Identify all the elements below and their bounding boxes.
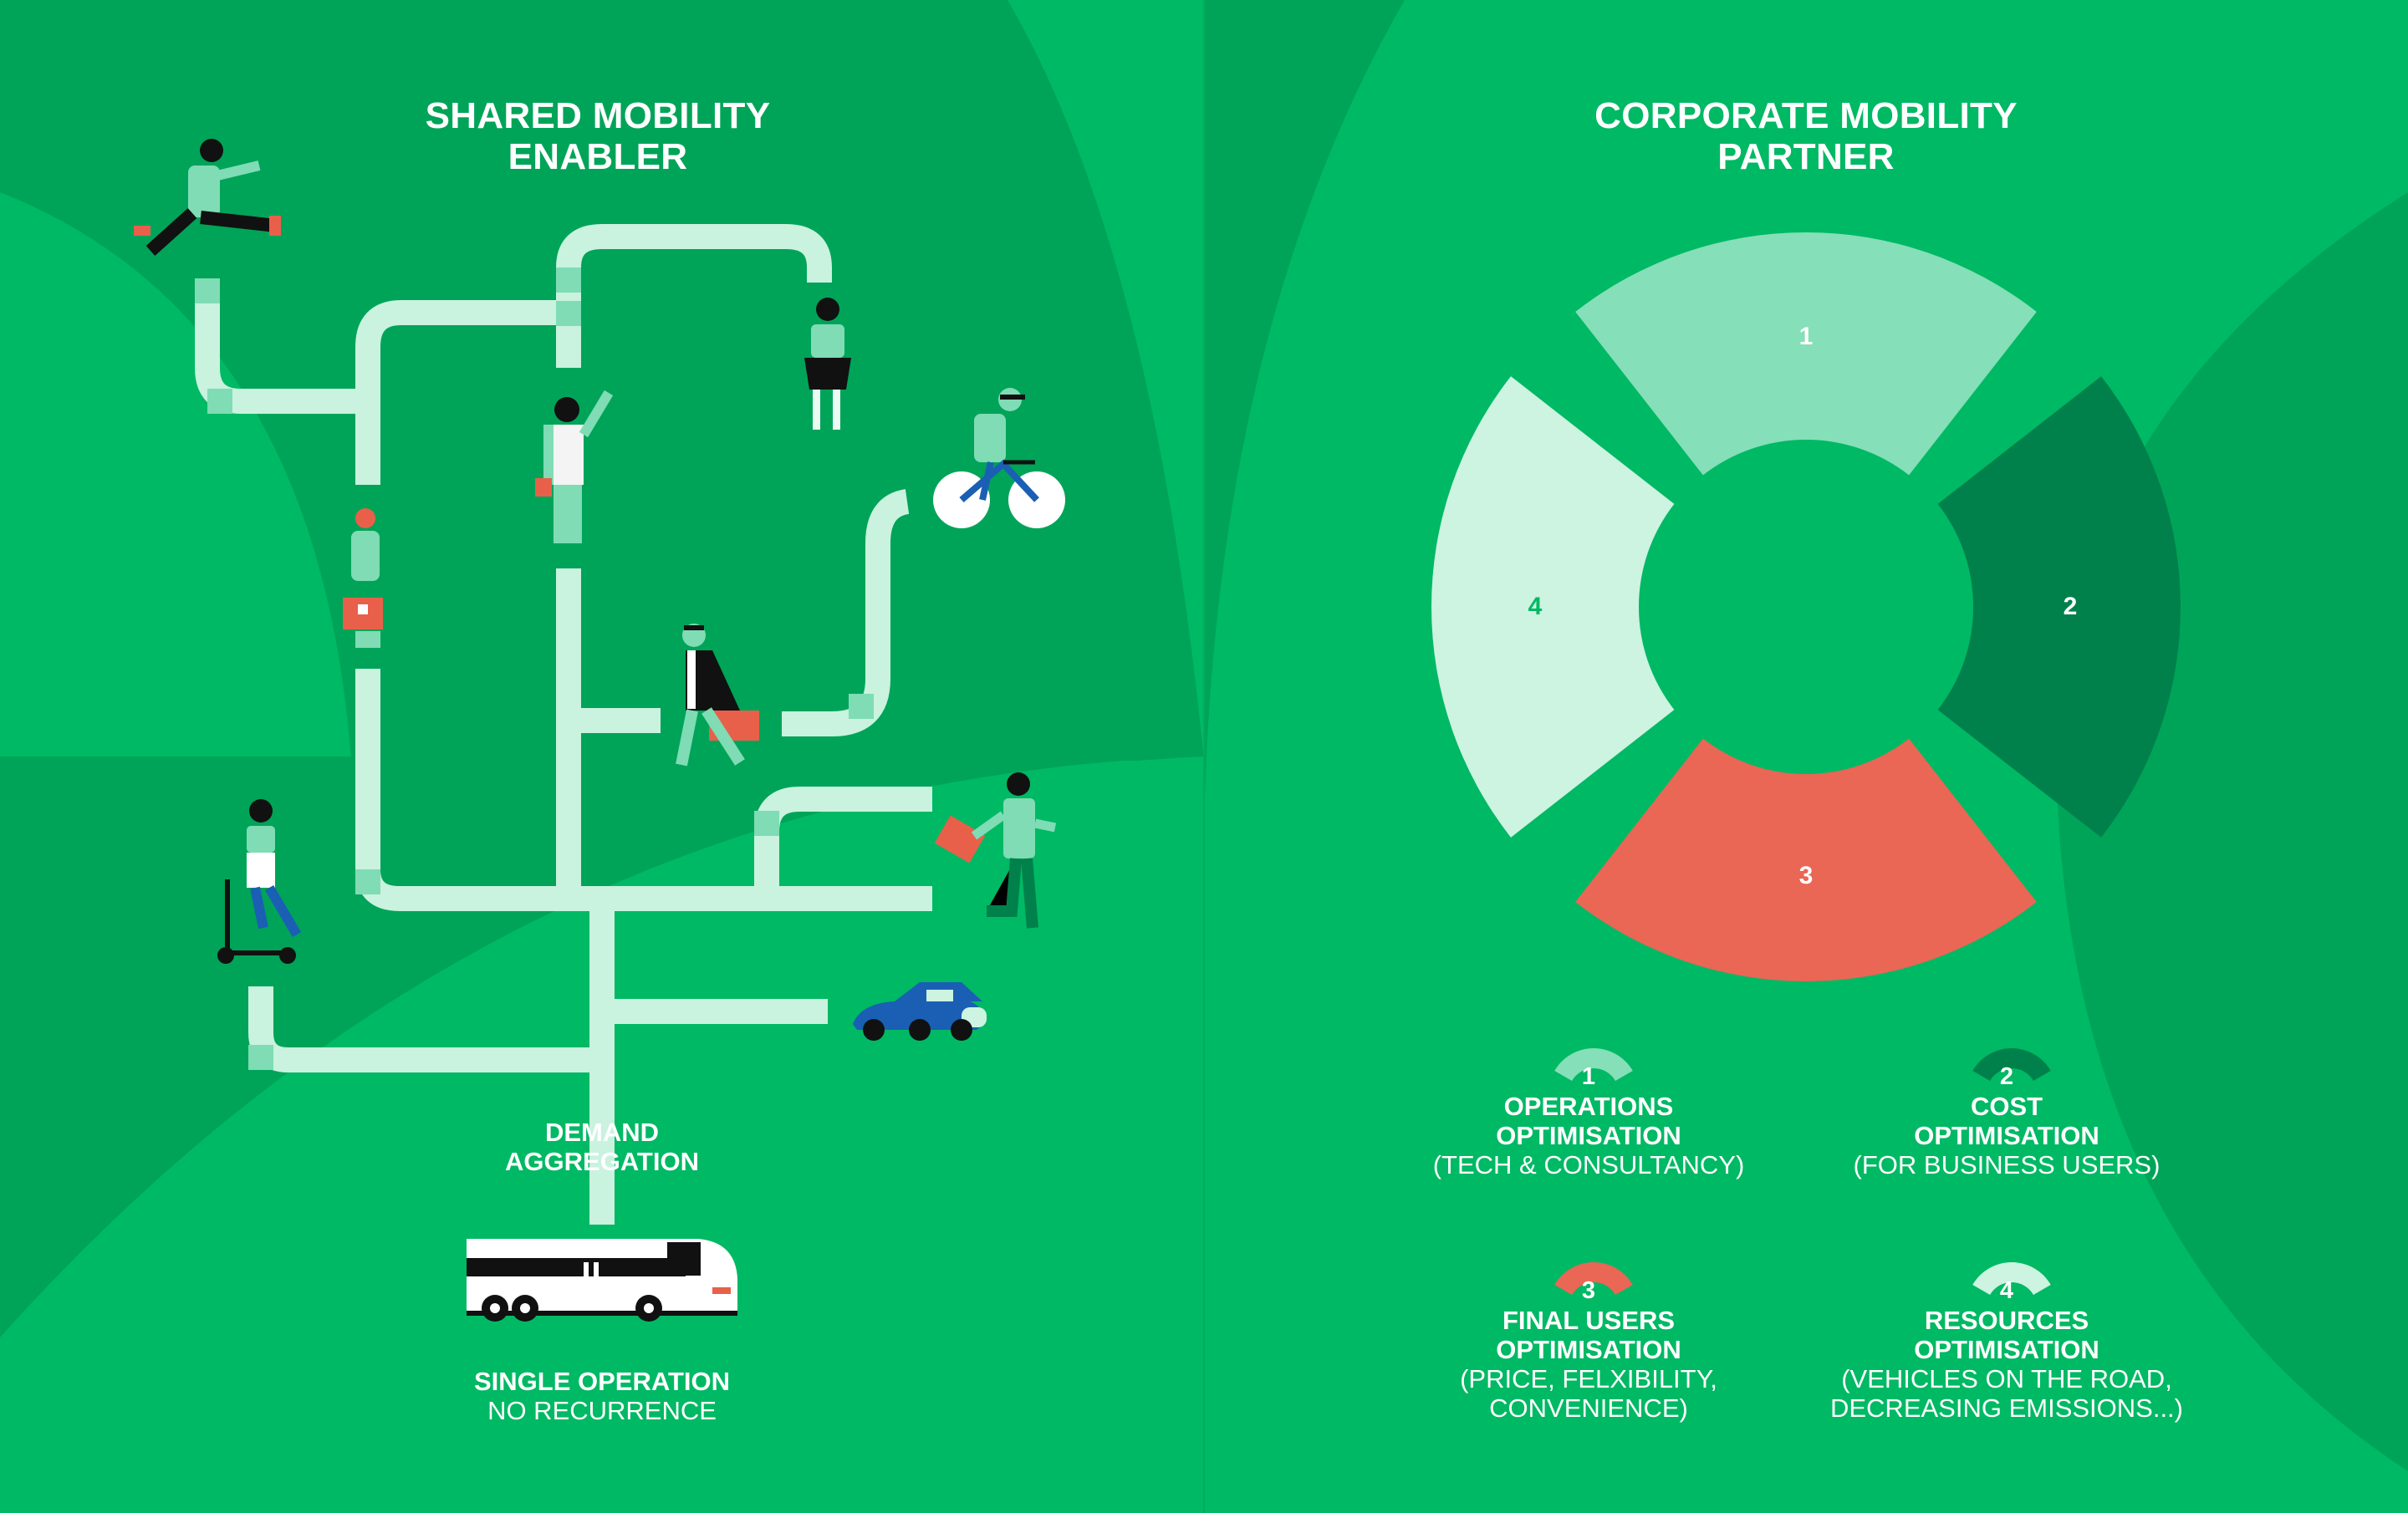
person-backpack-icon	[343, 508, 383, 648]
segment-3-number: 3	[1798, 862, 1814, 889]
left-bg-shape-mid	[0, 756, 1204, 1337]
cyclist-icon	[933, 388, 1065, 528]
legend-item-4-title: RESOURCES OPTIMISATION	[1914, 1306, 2099, 1364]
legend-arcs	[1554, 1048, 2051, 1295]
legend-item-3-title: FINAL USERS OPTIMISATION	[1496, 1306, 1681, 1364]
legend-item-1-subtitle: (TECH & CONSULTANCY)	[1432, 1150, 1745, 1179]
legend-arc-3	[1554, 1262, 1633, 1295]
demand-aggregation-label: DEMAND AGGREGATION	[505, 1118, 699, 1176]
donut-segment-3	[1575, 738, 2037, 981]
businessman-walking-icon	[676, 624, 759, 767]
right-bg-shape-left	[1204, 0, 1405, 836]
donut-chart	[1431, 232, 2181, 981]
legend-arc-2	[1972, 1048, 2051, 1081]
no-recurrence-label: NO RECURRENCE	[487, 1396, 717, 1425]
legend-item-2-subtitle: (FOR BUSINESS USERS)	[1853, 1150, 2161, 1179]
bus-icon	[467, 1239, 737, 1322]
left-panel-title: SHARED MOBILITY ENABLER	[425, 95, 771, 177]
person-standing-phone-icon	[804, 298, 851, 430]
legend-item-3-number: 3	[1581, 1277, 1596, 1304]
legend-arc-4	[1972, 1262, 2051, 1295]
segment-2-number: 2	[2063, 593, 2078, 620]
person-waving-icon	[535, 390, 614, 543]
left-bg-shape-curve	[0, 192, 351, 761]
legend-item-2-title: COST OPTIMISATION	[1914, 1092, 2099, 1150]
donut-segment-4	[1431, 376, 1675, 838]
legend-item-4-subtitle: (VEHICLES ON THE ROAD, DECREASING EMISSI…	[1829, 1364, 2183, 1423]
right-panel-title: CORPORATE MOBILITY PARTNER	[1594, 95, 2018, 177]
donut-segment-2	[1937, 376, 2181, 838]
legend-arc-1	[1554, 1048, 1633, 1081]
donut-segment-1	[1575, 232, 2037, 476]
single-operation-label: SINGLE OPERATION	[473, 1367, 730, 1396]
person-jumping-icon	[134, 139, 281, 256]
legend-item-1-number: 1	[1581, 1063, 1596, 1090]
legend-item-4-number: 4	[1999, 1277, 2014, 1304]
right-bg-shape-right-low	[2057, 786, 2408, 1471]
legend-item-2-number: 2	[1999, 1063, 2014, 1090]
segment-1-number: 1	[1798, 323, 1814, 350]
path-joints	[195, 267, 874, 1070]
scooter-rider-icon	[217, 799, 302, 964]
legend-item-1-title: OPERATIONS OPTIMISATION	[1496, 1092, 1681, 1150]
segment-4-number: 4	[1528, 593, 1543, 620]
person-running-bag-icon	[934, 772, 1057, 929]
legend-item-3-subtitle: (PRICE, FELXIBILITY, CONVENIENCE)	[1460, 1364, 1717, 1423]
car-icon	[853, 982, 987, 1041]
